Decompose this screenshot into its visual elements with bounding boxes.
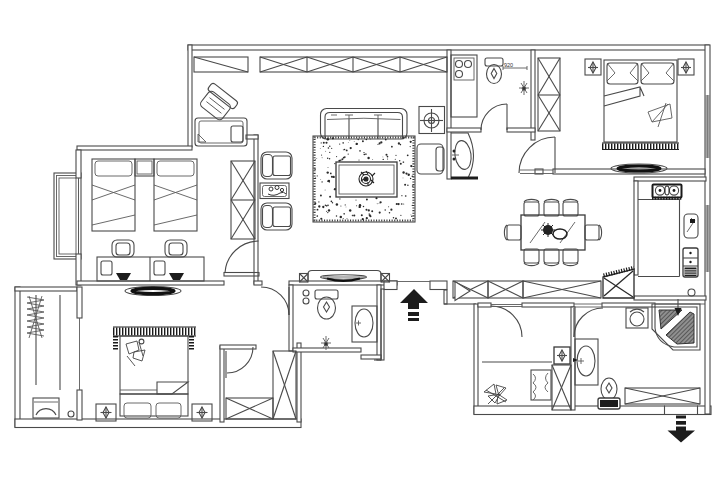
svg-text:920: 920 <box>504 62 513 68</box>
